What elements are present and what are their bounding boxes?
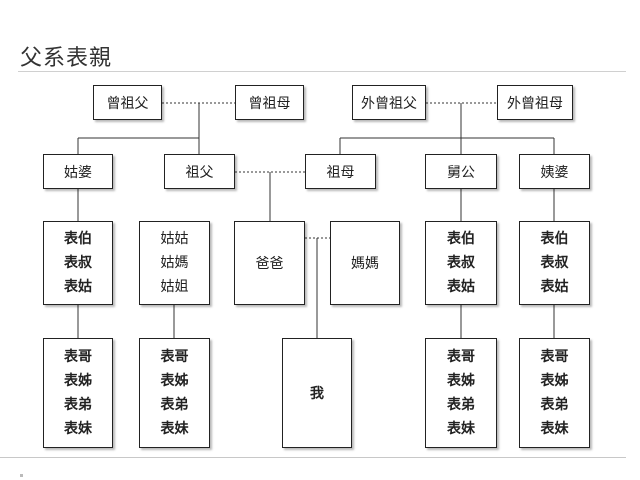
maternal-great-grandmother-box: 外曾祖母 — [497, 85, 573, 120]
father-box: 爸爸 — [234, 221, 305, 305]
great-grandfather-box: 曾祖父 — [93, 85, 162, 120]
mother-box: 媽媽 — [330, 221, 400, 305]
bottom-marker — [20, 474, 23, 477]
grandfather-box: 祖父 — [164, 154, 235, 189]
parent-row-relatives-right: 表伯 表叔 表姑 — [519, 221, 590, 305]
great-grandmother-box: 曾祖母 — [235, 85, 304, 120]
maternal-great-grandfather-box: 外曾祖父 — [352, 85, 426, 120]
self-box: 我 — [282, 338, 352, 448]
parent-row-relatives-uncle: 表伯 表叔 表姑 — [425, 221, 497, 305]
cousins-box-1: 表哥 表姊 表弟 表妹 — [43, 338, 113, 448]
grandmother-box: 祖母 — [305, 154, 376, 189]
grand-aunt-paternal-box: 姑婆 — [43, 154, 113, 189]
bottom-divider — [0, 457, 626, 458]
parent-row-relatives-left: 表伯 表叔 表姑 — [43, 221, 113, 305]
cousins-box-5: 表哥 表姊 表弟 表妹 — [519, 338, 590, 448]
grand-uncle-maternal-box: 舅公 — [425, 154, 497, 189]
paternal-aunts-box: 姑姑 姑媽 姑姐 — [139, 221, 210, 305]
page-title: 父系表親 — [20, 46, 113, 71]
cousins-box-4: 表哥 表姊 表弟 表妹 — [425, 338, 497, 448]
cousins-box-2: 表哥 表姊 表弟 表妹 — [139, 338, 210, 448]
grand-aunt-maternal-box: 姨婆 — [519, 154, 590, 189]
title-divider — [18, 71, 626, 72]
